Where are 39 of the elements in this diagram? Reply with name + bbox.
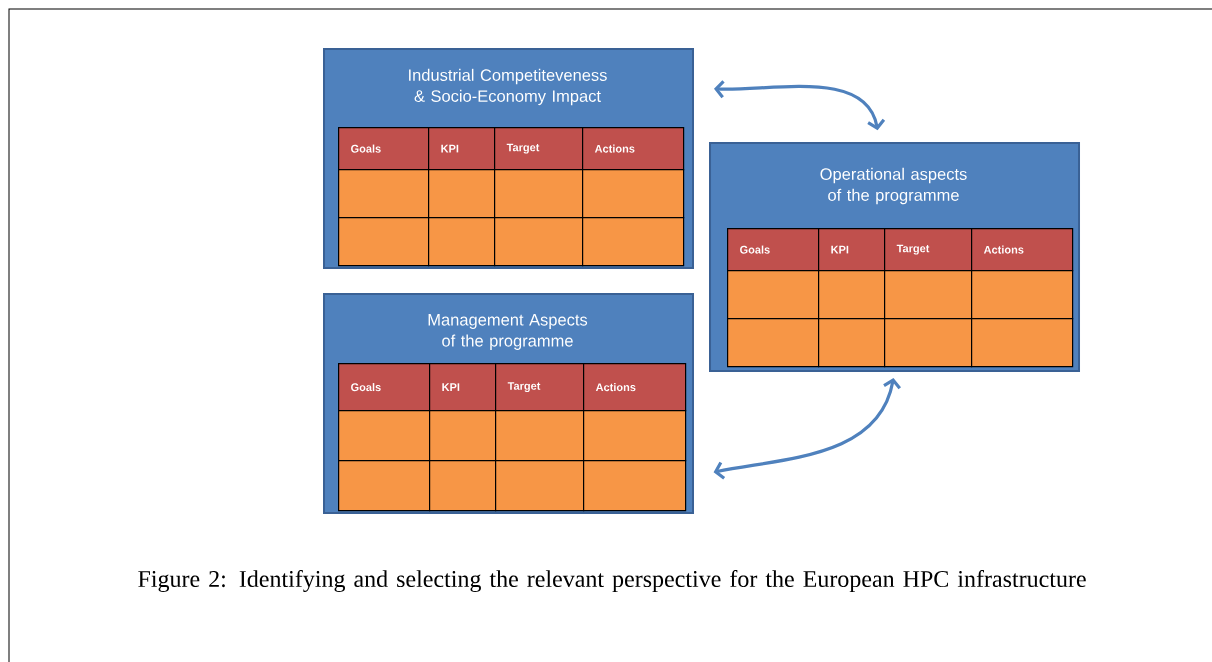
table-cell bbox=[582, 169, 685, 219]
header-cell: Goals bbox=[338, 127, 430, 171]
header-cell: Goals bbox=[727, 228, 820, 272]
table-cell bbox=[971, 318, 1074, 368]
table-cell bbox=[338, 169, 430, 219]
table-cell bbox=[818, 270, 886, 320]
header-cell: KPI bbox=[818, 228, 886, 272]
header-cell: Actions bbox=[583, 363, 687, 412]
table-cell bbox=[727, 270, 820, 320]
table-cell bbox=[818, 318, 886, 368]
table-cell bbox=[583, 410, 687, 462]
curved-arrow bbox=[714, 80, 886, 131]
header-cell: Target bbox=[494, 127, 584, 171]
table-cell bbox=[429, 460, 497, 512]
header-cell: KPI bbox=[428, 127, 496, 171]
table-cell bbox=[582, 217, 685, 267]
table-cell bbox=[583, 460, 687, 512]
header-cell: Target bbox=[884, 228, 973, 272]
table-cell bbox=[429, 410, 497, 462]
table-cell bbox=[428, 217, 496, 267]
table-cell bbox=[338, 410, 431, 462]
header-cell: Target bbox=[495, 363, 585, 412]
table-cell bbox=[971, 270, 1074, 320]
figure-caption: Figure 2: Identifying and selecting the relevant perspective for the European HPC infrastructure bbox=[138, 570, 1086, 593]
table-cell bbox=[727, 318, 820, 368]
header-cell: Goals bbox=[338, 363, 431, 412]
table-cell bbox=[494, 217, 584, 267]
header-cell: Actions bbox=[971, 228, 1074, 272]
header-cell: Actions bbox=[582, 127, 685, 171]
table-cell bbox=[884, 270, 973, 320]
table-cell bbox=[884, 318, 973, 368]
table-cell bbox=[338, 460, 431, 512]
table-cell bbox=[495, 460, 585, 512]
table-cell bbox=[494, 169, 584, 219]
table-cell bbox=[428, 169, 496, 219]
curved-arrow bbox=[713, 377, 901, 480]
table-cell bbox=[495, 410, 585, 462]
header-cell: KPI bbox=[429, 363, 497, 412]
table-cell bbox=[338, 217, 430, 267]
